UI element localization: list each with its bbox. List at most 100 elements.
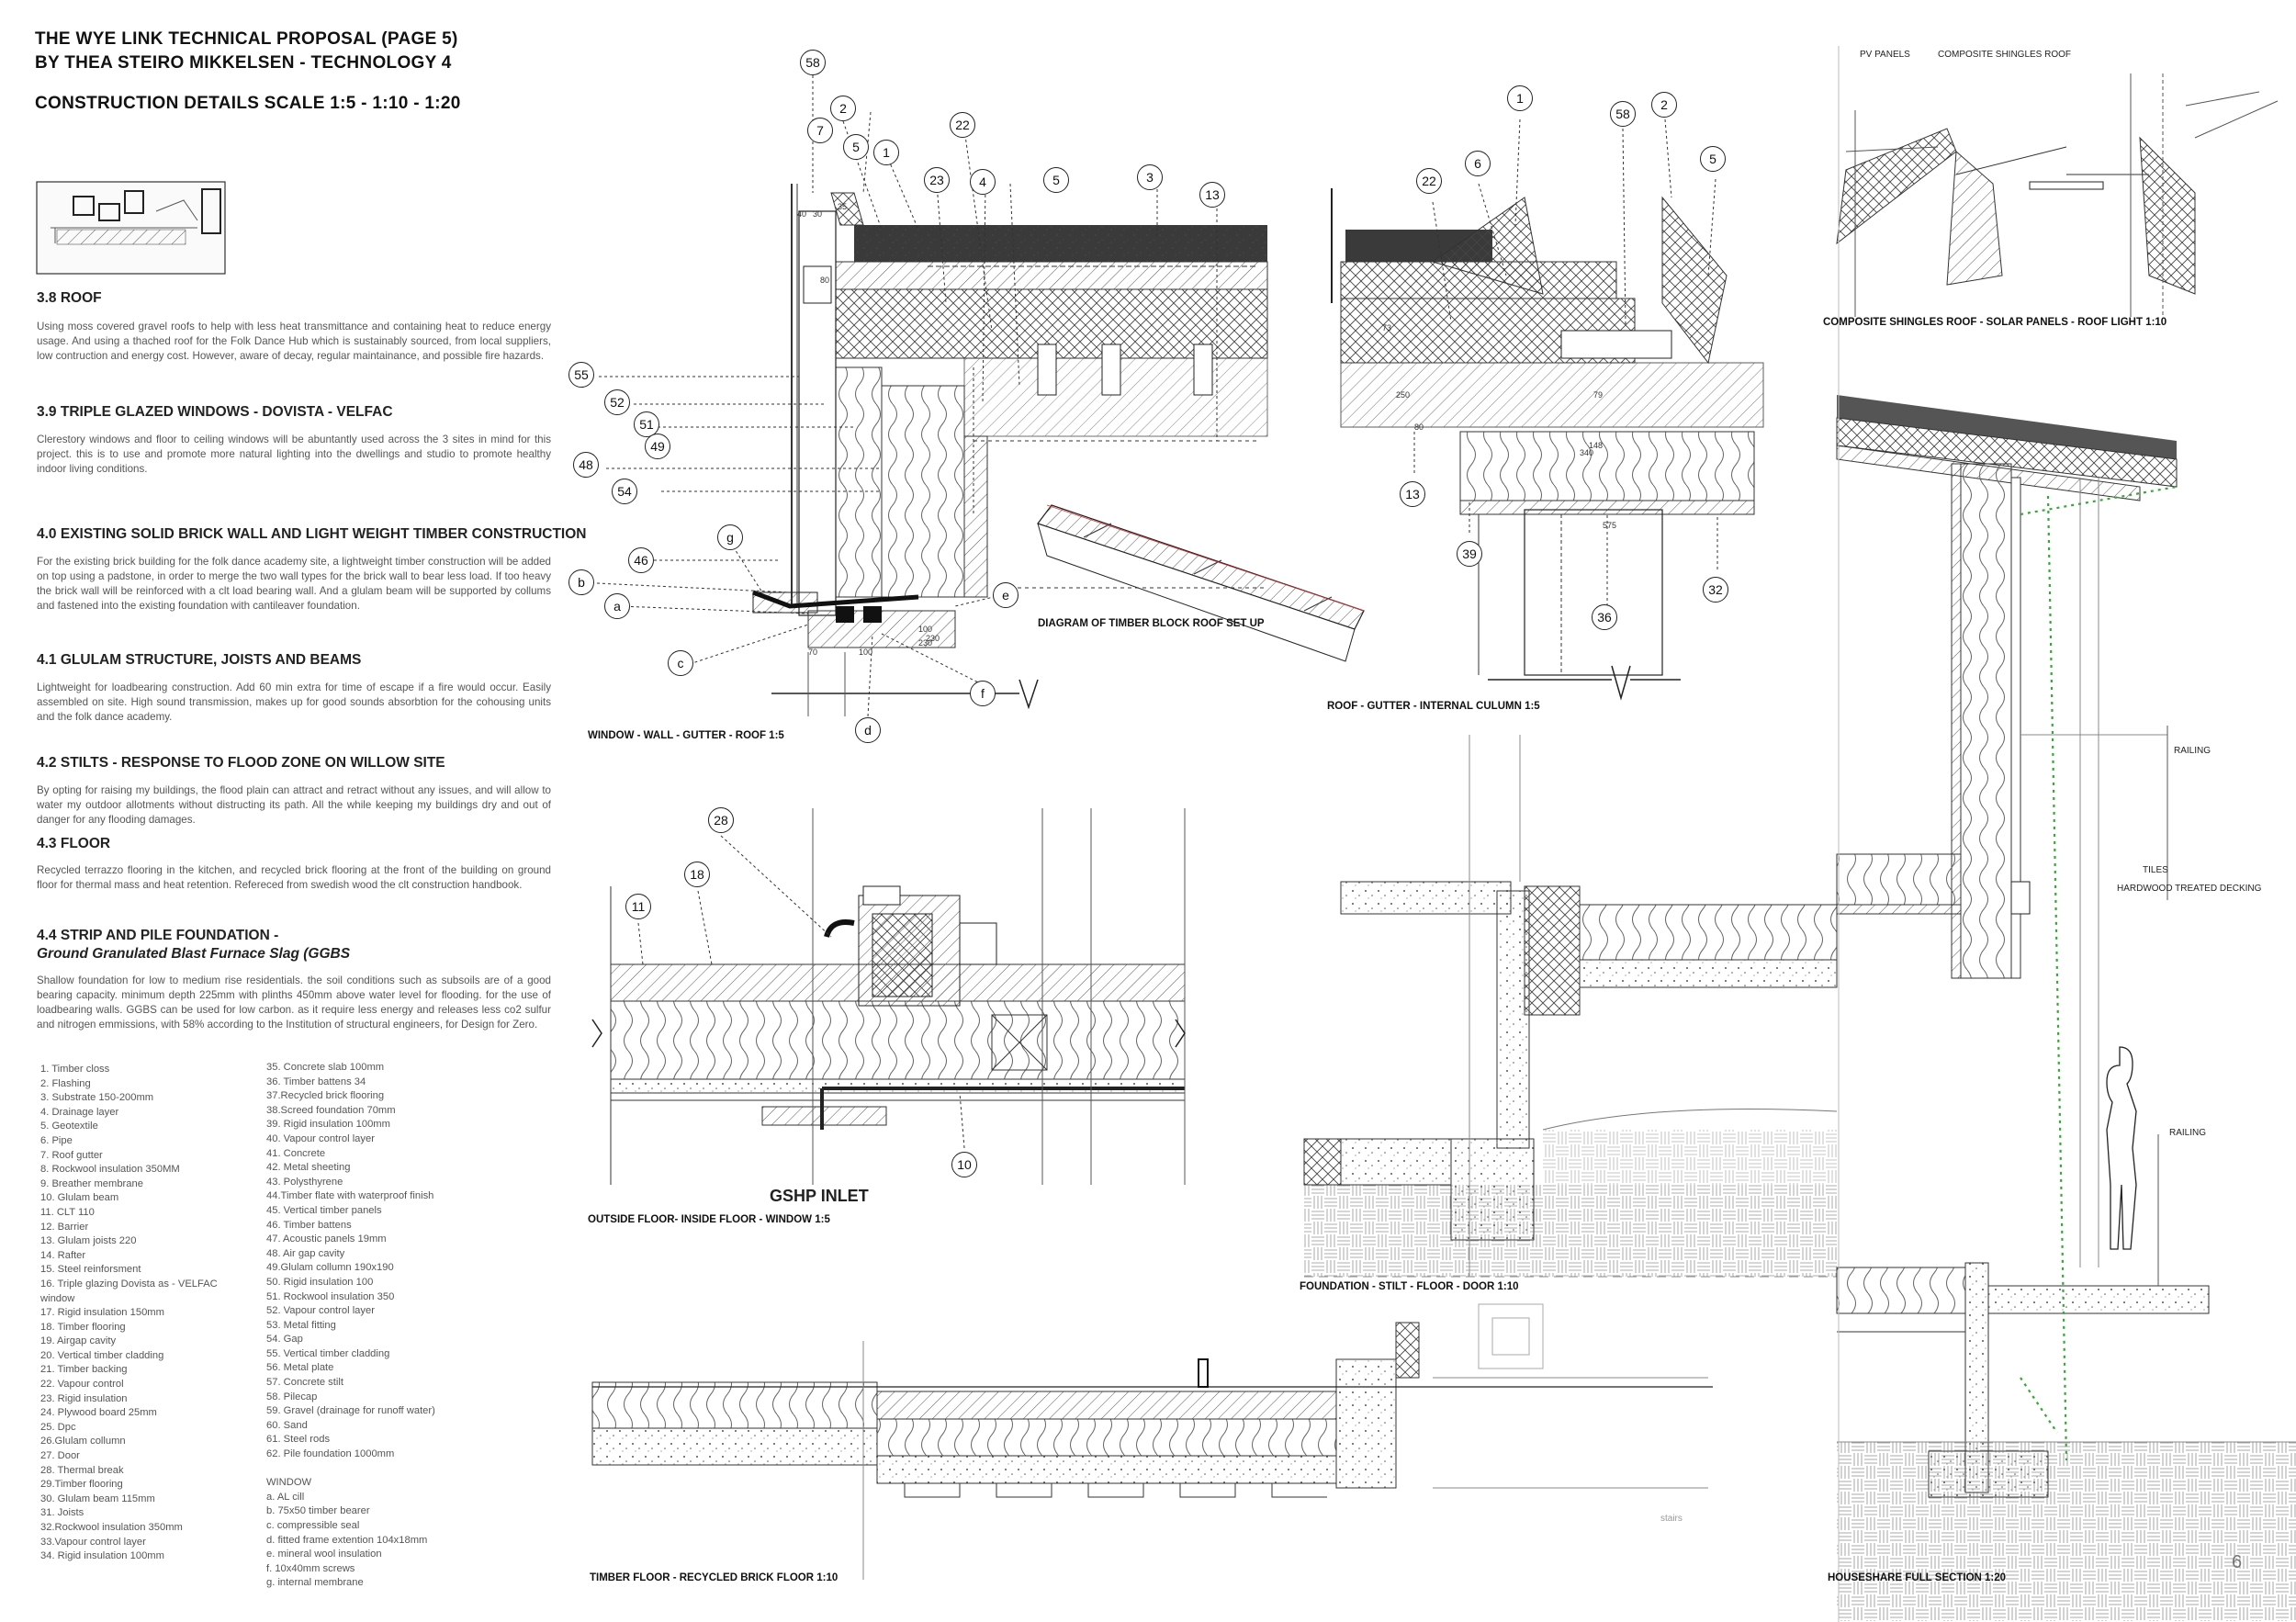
callout-tag: 18 <box>684 862 710 887</box>
detail-composite-shingles-roof <box>1836 73 2279 317</box>
legend-item: 61. Steel rods <box>266 1434 331 1446</box>
legend-item: 55. Vertical timber cladding <box>266 1347 390 1359</box>
legend-item: 47. Acoustic panels 19mm <box>266 1233 387 1245</box>
legend-item: 59. Gravel (drainage for runoff water) <box>266 1405 435 1417</box>
legend-item: 24. Plywood board 25mm <box>40 1407 157 1419</box>
legend-item: 2. Flashing <box>40 1077 91 1089</box>
legend-item: 8. Rockwool insulation 350MM <box>40 1164 180 1176</box>
legend-item: 15. Steel reinforsment <box>40 1264 141 1276</box>
legend-item: 14. Rafter <box>40 1249 86 1261</box>
railing-label-1: RAILING <box>2174 746 2212 756</box>
callout-tag: 32 <box>1703 577 1728 603</box>
caption-roof-gutter-column: ROOF - GUTTER - INTERNAL CULUMN 1:5 <box>1327 701 1540 712</box>
callout-tag: 2 <box>830 96 856 121</box>
callout-tag: 36 <box>1592 604 1617 630</box>
callout-tag: 13 <box>1400 481 1425 507</box>
legend-item: 34. Rigid insulation 100mm <box>40 1550 164 1562</box>
decking-label: HARDWOOD TREATED DECKING <box>2117 884 2262 894</box>
detail-timber-block-roof <box>1037 504 1365 662</box>
legend-item: 13. Glulam joists 220 <box>40 1235 137 1247</box>
legend-item: c. compressible seal <box>266 1520 360 1531</box>
legend-item: 43. Polysthyrene <box>266 1176 343 1188</box>
legend-item: g. internal membrane <box>266 1577 364 1589</box>
callout-tag: 11 <box>625 894 651 919</box>
legend-item: 62. Pile foundation 1000mm <box>266 1448 395 1460</box>
legend-item: 16. Triple glazing Dovista as - VELFAC <box>40 1278 218 1290</box>
detail-outside-inside-floor-window <box>591 808 1186 1185</box>
legend-item <box>266 1462 435 1477</box>
callout-tag: 10 <box>951 1152 977 1177</box>
caption-foundation-stilt: FOUNDATION - STILT - FLOOR - DOOR 1:10 <box>1300 1281 1519 1292</box>
callout-tag: c <box>668 650 693 676</box>
legend-item: 21. Timber backing <box>40 1364 128 1376</box>
legend-item: 22. Vapour control <box>40 1379 124 1391</box>
callout-tag: 54 <box>612 479 637 504</box>
detail-timber-brick-floor <box>591 1303 1713 1580</box>
section-4-4-subheading: Ground Granulated Blast Furnace Slag (GG… <box>37 946 351 962</box>
callout-tag: 55 <box>568 362 594 388</box>
detail-houseshare-section <box>1836 46 2296 1622</box>
legend-item: 41. Concrete <box>266 1147 326 1159</box>
legend-item: 18. Timber flooring <box>40 1321 126 1333</box>
legend-item: 45. Vertical timber panels <box>266 1204 382 1216</box>
callout-tag: 3 <box>1137 164 1163 190</box>
dimension-label: 79 <box>1593 390 1604 400</box>
section-4-3-heading: 4.3 FLOOR <box>37 836 111 851</box>
callout-tag: d <box>855 717 881 743</box>
legend-item: 57. Concrete stilt <box>266 1377 343 1389</box>
legend-item: 56. Metal plate <box>266 1362 334 1374</box>
gshp-inlet-label: GSHP INLET <box>770 1187 869 1205</box>
legend-item: 51. Rockwool insulation 350 <box>266 1290 395 1302</box>
legend-item: 4. Drainage layer <box>40 1106 119 1118</box>
legend-item: 28. Thermal break <box>40 1464 124 1476</box>
section-4-2-heading: 4.2 STILTS - RESPONSE TO FLOOD ZONE ON W… <box>37 755 445 771</box>
callout-tag: 46 <box>628 547 654 573</box>
legend-item: 46. Timber battens <box>266 1219 352 1231</box>
callout-tag: 58 <box>1610 101 1636 127</box>
detail-roof-gutter-column <box>1331 188 1764 701</box>
detail-window-wall-gutter-roof <box>752 184 1268 716</box>
section-4-0-heading: 4.0 EXISTING SOLID BRICK WALL AND LIGHT … <box>37 526 587 542</box>
callout-tag: 49 <box>645 434 670 459</box>
dimension-label: 100 <box>918 625 933 634</box>
legend-item: e. mineral wool insulation <box>266 1549 382 1560</box>
callout-tag: 58 <box>800 50 826 75</box>
section-4-0-text: For the existing brick building for the … <box>37 556 551 612</box>
legend-item: 44.Timber flate with waterproof finish <box>266 1190 434 1202</box>
section-3-9-heading: 3.9 TRIPLE GLAZED WINDOWS - DOVISTA - VE… <box>37 404 393 420</box>
legend-item: 42. Metal sheeting <box>266 1162 351 1174</box>
callout-tag: 23 <box>924 167 950 193</box>
legend-item: d. fitted frame extention 104x18mm <box>266 1534 428 1546</box>
legend-item: 27. Door <box>40 1450 80 1462</box>
legend-item: 52. Vapour control layer <box>266 1305 375 1317</box>
legend-item: 54. Gap <box>266 1334 303 1346</box>
composite-shingles-label: COMPOSITE SHINGLES ROOF <box>1938 50 2072 60</box>
legend-item: b. 75x50 timber bearer <box>266 1505 370 1517</box>
legend-item: 39. Rigid insulation 100mm <box>266 1119 390 1131</box>
callout-tag: 48 <box>573 452 599 478</box>
caption-houseshare-section: HOUSESHARE FULL SECTION 1:20 <box>1828 1572 2007 1583</box>
legend-item: 31. Joists <box>40 1507 84 1519</box>
tiles-label: TILES <box>2143 865 2168 875</box>
legend-item: 49.Glulam collumn 190x190 <box>266 1262 394 1274</box>
legend-item: 33.Vapour control layer <box>40 1536 146 1548</box>
legend-item: 37.Recycled brick flooring <box>266 1090 385 1102</box>
legend-item: 19. Airgap cavity <box>40 1335 117 1347</box>
callout-tag: 1 <box>873 140 899 165</box>
dimension-label: 575 <box>1603 521 1617 530</box>
legend-item: 20. Vertical timber cladding <box>40 1349 164 1361</box>
detail-foundation-stilt <box>1303 735 1838 1278</box>
section-4-1-heading: 4.1 GLULAM STRUCTURE, JOISTS AND BEAMS <box>37 652 362 668</box>
callout-tag: b <box>568 569 594 595</box>
dimension-label: 230 <box>926 634 940 643</box>
dimension-label: 250 <box>1396 390 1411 400</box>
callout-tag: 22 <box>950 112 975 138</box>
pv-panels-label: PV PANELS <box>1860 50 1910 60</box>
callout-tag: 4 <box>970 169 996 195</box>
legend-item: 9. Breather membrane <box>40 1177 143 1189</box>
callout-tag: 6 <box>1465 151 1491 176</box>
callout-tag: e <box>993 582 1019 608</box>
legend-item: 60. Sand <box>266 1419 308 1431</box>
